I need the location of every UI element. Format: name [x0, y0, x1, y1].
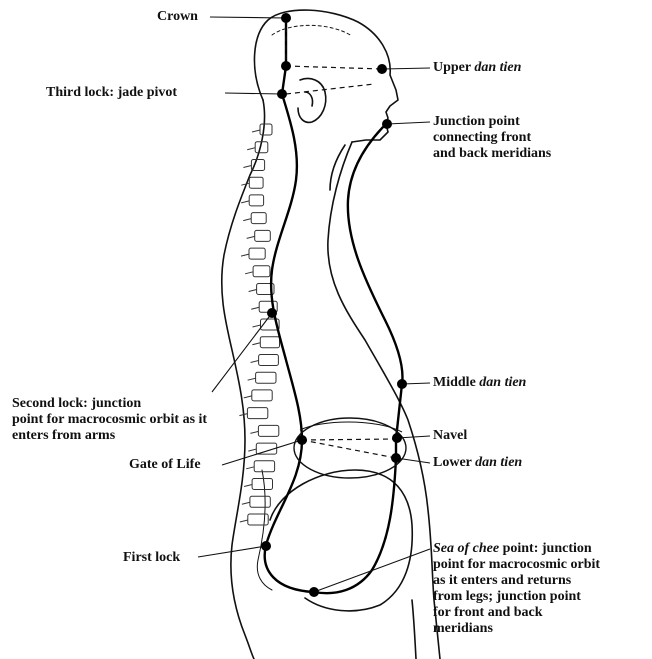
junction-line-3: and back meridians	[433, 146, 551, 162]
second-lock-line-3: enters from arms	[12, 428, 207, 444]
vertebra-process	[247, 236, 255, 238]
label-lower-italic: dan tien	[475, 455, 522, 470]
vertebra-process	[246, 467, 254, 469]
sea-line-4: from legs; junction point	[433, 589, 600, 605]
vertebra-process	[240, 520, 248, 522]
vertebra-process	[245, 272, 253, 274]
vertebra	[255, 230, 271, 241]
leader-lines	[198, 17, 430, 592]
vertebra-process	[244, 396, 252, 398]
vertebra-process	[252, 130, 260, 132]
junction-line-1: Junction point	[433, 114, 551, 130]
point-lower-dan-tien	[391, 453, 401, 463]
vertebra-process	[252, 343, 260, 345]
vertebra	[252, 479, 272, 490]
vertebra-process	[248, 378, 256, 380]
spine-vertebrae	[239, 124, 279, 525]
sea-italic: Sea of chee	[433, 541, 499, 556]
sea-line-3: as it enters and returns	[433, 573, 600, 589]
point-third-lock	[277, 89, 287, 99]
label-gate-of-life: Gate of Life	[129, 457, 201, 473]
vertebra-process	[248, 449, 256, 451]
point-first-lock	[261, 541, 271, 551]
label-upper-dan-tien: Upper dan tien	[433, 60, 521, 76]
second-lock-line-1: Second lock: junction	[12, 396, 207, 412]
vertebra	[250, 496, 270, 507]
sea-rest: point: junction	[499, 541, 592, 556]
label-first-lock: First lock	[123, 550, 180, 566]
vertebra	[253, 266, 270, 277]
vertebra-process	[250, 431, 258, 433]
point-upper-dan-tien	[377, 64, 387, 74]
label-upper-italic: dan tien	[474, 60, 521, 75]
meridian-orbit	[265, 18, 403, 593]
vertebra-process	[253, 325, 261, 327]
sea-line-5: for front and back	[433, 605, 600, 621]
vertebra	[249, 195, 263, 206]
dashed-connectors	[286, 18, 396, 458]
vertebra-process	[242, 502, 250, 504]
junction-line-2: connecting front	[433, 130, 551, 146]
vertebra	[259, 355, 279, 366]
vertebra	[252, 390, 272, 401]
label-sea-of-chee: Sea of chee point: junction point for ma…	[433, 541, 600, 637]
label-middle-prefix: Middle	[433, 375, 479, 390]
point-crown	[281, 13, 291, 23]
label-upper-prefix: Upper	[433, 60, 474, 75]
vertebra	[249, 177, 263, 188]
label-crown: Crown	[157, 9, 198, 25]
point-upper-center	[281, 61, 291, 71]
vertebra-process	[251, 360, 259, 362]
point-middle-dan-tien	[397, 379, 407, 389]
sea-line-6: meridians	[433, 621, 600, 637]
vertebra	[256, 372, 276, 383]
label-lower-prefix: Lower	[433, 455, 475, 470]
point-sea-of-chee	[309, 587, 319, 597]
vertebra	[247, 408, 267, 419]
vertebra-process	[243, 219, 251, 221]
label-lower-dan-tien: Lower dan tien	[433, 455, 522, 471]
vertebra	[254, 461, 274, 472]
point-navel	[392, 433, 402, 443]
vertebra-process	[241, 254, 249, 256]
label-second-lock: Second lock: junction point for macrocos…	[12, 396, 207, 444]
label-middle-italic: dan tien	[479, 375, 526, 390]
vertebra-process	[244, 485, 252, 487]
point-junction-mouth	[382, 119, 392, 129]
body-outline	[222, 10, 440, 659]
vertebra-process	[249, 290, 257, 292]
label-third-lock: Third lock: jade pivot	[46, 85, 177, 101]
vertebra-process	[247, 148, 255, 150]
vertebra-process	[241, 201, 249, 203]
label-junction-front-back: Junction point connecting front and back…	[433, 114, 551, 162]
vertebra-process	[243, 165, 251, 167]
point-gate-of-life	[297, 435, 307, 445]
sea-line-2: point for macrocosmic orbit	[433, 557, 600, 573]
vertebra	[249, 248, 265, 259]
second-lock-line-2: point for macrocosmic orbit as it	[12, 412, 207, 428]
label-navel: Navel	[433, 428, 467, 444]
point-second-lock	[267, 308, 277, 318]
vertebra-process	[251, 307, 259, 309]
vertebra	[251, 213, 266, 224]
vertebra	[260, 337, 279, 348]
abdomen-ring	[294, 418, 406, 478]
sea-line-1: Sea of chee point: junction	[433, 541, 600, 557]
vertebra	[258, 425, 278, 436]
vertebra	[260, 124, 272, 135]
label-middle-dan-tien: Middle dan tien	[433, 375, 526, 391]
